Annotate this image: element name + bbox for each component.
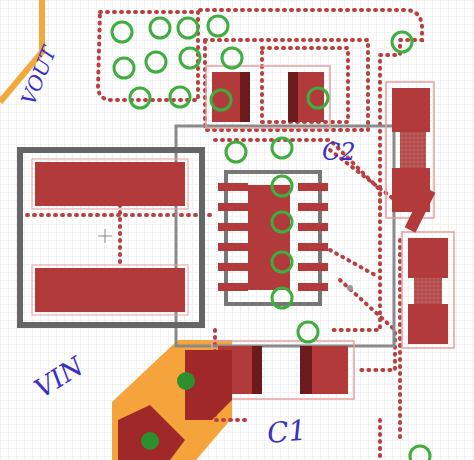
ic-pad [218,263,248,271]
via [211,90,231,110]
ic-pad [298,243,328,251]
ic-pad [298,283,328,291]
ic-pad [298,223,328,231]
via [222,48,242,68]
via [178,18,198,38]
via [272,212,292,232]
via [272,288,292,308]
component-outline [176,126,394,346]
copper-pour [112,340,232,460]
ic-footprint [218,172,353,304]
via [170,87,190,107]
via [180,48,200,68]
via [272,176,292,196]
ic-pad [218,243,248,251]
via [146,52,166,72]
net-label: C2 [322,140,356,164]
ic-pad [218,223,248,231]
ic-pad [298,263,328,271]
via [298,322,318,342]
capacitor-c1 [212,341,354,399]
via [272,252,292,272]
via [392,32,412,52]
via [308,88,328,108]
ic-pad [218,283,248,291]
via [112,22,132,42]
via [208,16,228,36]
ic-pad [298,203,328,211]
via-fill [141,372,195,450]
ic-pad [298,183,328,191]
capacitor-c2 [206,66,330,128]
via [226,142,246,162]
inductor [20,150,202,325]
net-label: C1 [266,417,308,448]
resistor [386,82,454,348]
via [112,16,430,460]
via [272,138,292,158]
pad [118,350,232,460]
via [410,446,430,460]
via [130,88,150,108]
ic-pad [218,183,248,191]
ic-pad [218,203,248,211]
copper-outline [20,10,430,460]
via [114,58,134,78]
via [150,18,170,38]
